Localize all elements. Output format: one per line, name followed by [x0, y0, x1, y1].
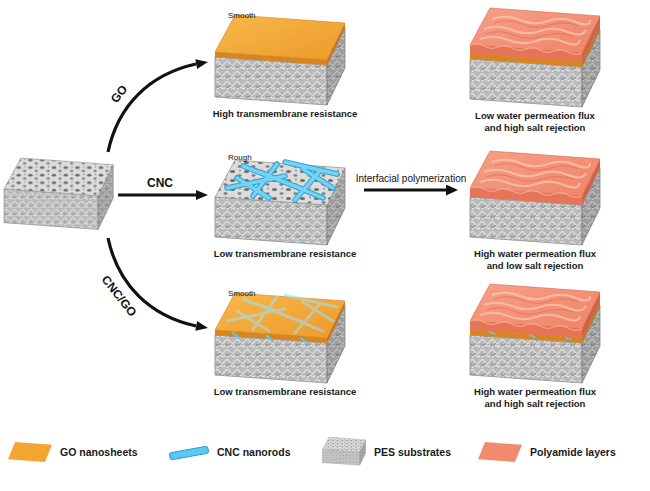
membrane-caption: High water permeation flux and high salt… [469, 386, 601, 410]
legend-text: Polyamide layers [530, 446, 616, 459]
legend-text: GO nanosheets [60, 446, 138, 459]
membrane-area [460, 8, 610, 110]
membrane-area: Smooth [208, 282, 362, 386]
surface-tag: Smooth [228, 11, 256, 21]
membrane-node: High water permeation flux and low salt … [460, 150, 610, 272]
membrane-node: High water permeation flux and high salt… [460, 284, 610, 410]
arrow-label: Interfacial polymerization [354, 173, 469, 185]
membrane-caption: Low transmembrane resistance [208, 248, 362, 260]
legend-text: PES substrates [374, 446, 451, 459]
legend-text: CNC nanorods [217, 446, 291, 459]
membrane-area: Smooth [208, 4, 362, 108]
legend-swatch [8, 442, 52, 462]
legend-item [322, 440, 366, 464]
membrane-caption: High transmembrane resistance [208, 108, 362, 120]
process-arrow [364, 185, 458, 196]
membrane-area: Rough [208, 146, 362, 248]
membrane-node: SmoothHigh transmembrane resistance [208, 4, 362, 120]
membrane-caption: Low transmembrane resistance [208, 386, 362, 398]
membrane-node: Low water permeation flux and high salt … [460, 8, 610, 134]
legend-item [8, 440, 52, 464]
legend-item [478, 440, 522, 464]
membrane-node: SmoothLow transmembrane resistance [208, 282, 362, 398]
legend-item [165, 440, 209, 464]
arrow-label: CNC/GO [99, 273, 140, 319]
membrane-caption: High water permeation flux and low salt … [469, 248, 601, 272]
membrane-caption: Low water permeation flux and high salt … [469, 110, 601, 134]
surface-tag: Smooth [228, 289, 256, 299]
arrow-line [364, 188, 447, 191]
legend-swatch [169, 446, 210, 461]
arrow-label: GO [108, 82, 131, 105]
legend-swatch [478, 442, 522, 462]
membrane-area [460, 284, 610, 386]
surface-tag: Rough [228, 153, 252, 163]
substrate-sample [322, 437, 365, 465]
legend-swatch [322, 437, 366, 467]
arrow-head [446, 185, 458, 196]
membrane-node: RoughLow transmembrane resistance [208, 146, 362, 260]
membrane-area [460, 150, 610, 248]
arrow-label: CNC [147, 176, 173, 190]
